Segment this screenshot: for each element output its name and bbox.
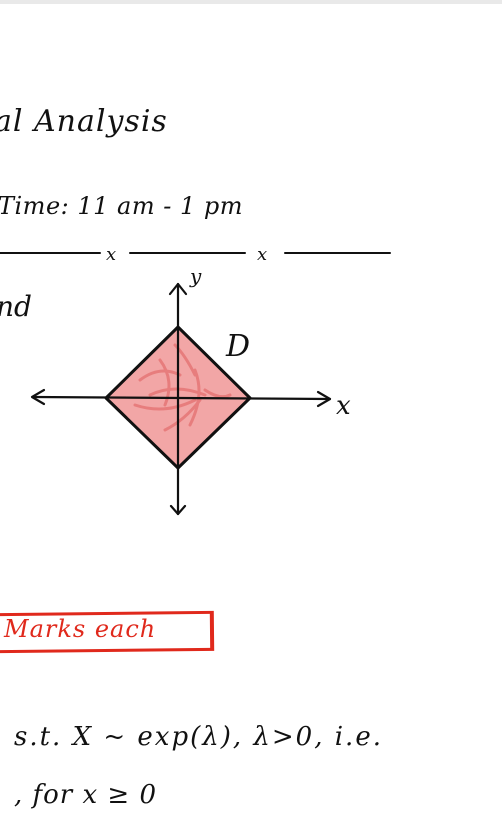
top-bar xyxy=(0,0,502,4)
y-axis xyxy=(168,282,188,516)
x-axis xyxy=(30,388,332,408)
x-axis-label: x xyxy=(336,391,351,421)
statement-line-1: s.t. X ~ exp(λ), λ>0, i.e. xyxy=(14,722,383,752)
region-d-label: D xyxy=(225,329,250,364)
region-d-shading xyxy=(133,343,232,432)
separator-mark-1: x xyxy=(106,244,116,265)
exam-time-line: Time: 11 am - 1 pm xyxy=(0,192,243,220)
side-text-fragment: nd xyxy=(0,290,32,323)
document-title-fragment: al Analysis xyxy=(0,104,168,139)
separator-mark-2: x xyxy=(257,244,267,265)
statement-line-2: , for x ≥ 0 xyxy=(14,780,158,810)
y-axis-label: y xyxy=(189,264,202,288)
marks-note: Marks each xyxy=(4,615,157,643)
